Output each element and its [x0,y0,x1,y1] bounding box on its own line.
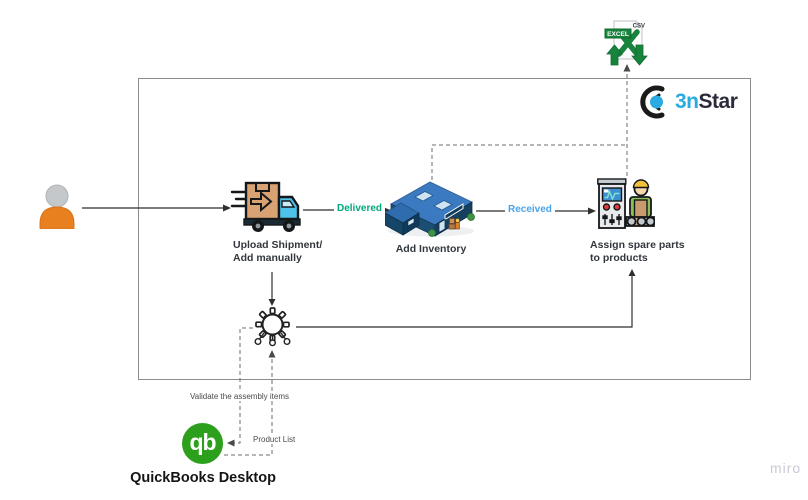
person-icon [39,184,75,230]
csv-text: CSV [633,24,645,30]
miro-watermark: miro [770,460,802,476]
upload-label-line2: Add manually [233,252,302,264]
process-gear-node[interactable] [250,307,295,352]
assembly-machine-icon [597,178,656,229]
warehouse-icon [384,181,475,237]
validate-connector-label[interactable]: Validate the assembly items [188,392,292,401]
excel-banner-text: EXCEL [607,31,629,38]
excel-file-icon: CSV EXCEL [604,20,648,66]
assign-label-line1: Assign spare parts [590,239,685,251]
received-connector-label[interactable]: Received [505,204,555,215]
quickbooks-logo-text: qb [189,429,216,455]
quickbooks-logo[interactable]: qb [182,423,223,464]
inventory-node-label[interactable]: Add Inventory [395,243,467,255]
upload-node-label[interactable]: Upload Shipment/ Add manually [233,239,322,265]
connector-productlist-to-gear[interactable] [224,350,276,456]
assign-node-label[interactable]: Assign spare parts to products [590,239,685,265]
quickbooks-label[interactable]: QuickBooks Desktop [130,470,276,486]
delivery-truck-icon [230,181,301,232]
connector-person-to-upload[interactable] [82,204,231,212]
assign-spare-parts-node[interactable] [597,176,656,232]
gear-icon [254,307,291,347]
3nstar-wordmark-dark: Star [698,90,738,113]
upload-label-line1: Upload Shipment/ [233,239,323,251]
connector-inventory-to-excel-junction[interactable] [431,144,626,180]
assign-label-line2: to products [590,252,648,264]
upload-shipment-node[interactable] [230,180,302,233]
delivered-connector-label[interactable]: Delivered [334,203,386,214]
flow-boundary-rect[interactable] [138,78,751,380]
3nstar-logo[interactable]: 3nStar [636,85,738,119]
3nstar-wordmark-blue: 3n [675,90,699,113]
export-up-arrow-icon [606,44,623,66]
connector-assign-to-excel[interactable] [623,64,631,176]
excel-csv-export-icon[interactable]: CSV EXCEL [604,19,650,67]
connector-gear-to-assign[interactable] [296,269,636,328]
person-node[interactable] [36,183,80,230]
export-down-arrow-icon [631,44,648,66]
connector-upload-to-gear[interactable] [268,272,276,306]
3nstar-logo-icon [640,85,665,119]
productlist-connector-label[interactable]: Product List [251,435,298,444]
connector-validate-to-quickbooks[interactable] [227,327,253,447]
3nstar-wordmark: 3nStar [675,90,738,114]
add-inventory-node[interactable] [384,173,477,237]
